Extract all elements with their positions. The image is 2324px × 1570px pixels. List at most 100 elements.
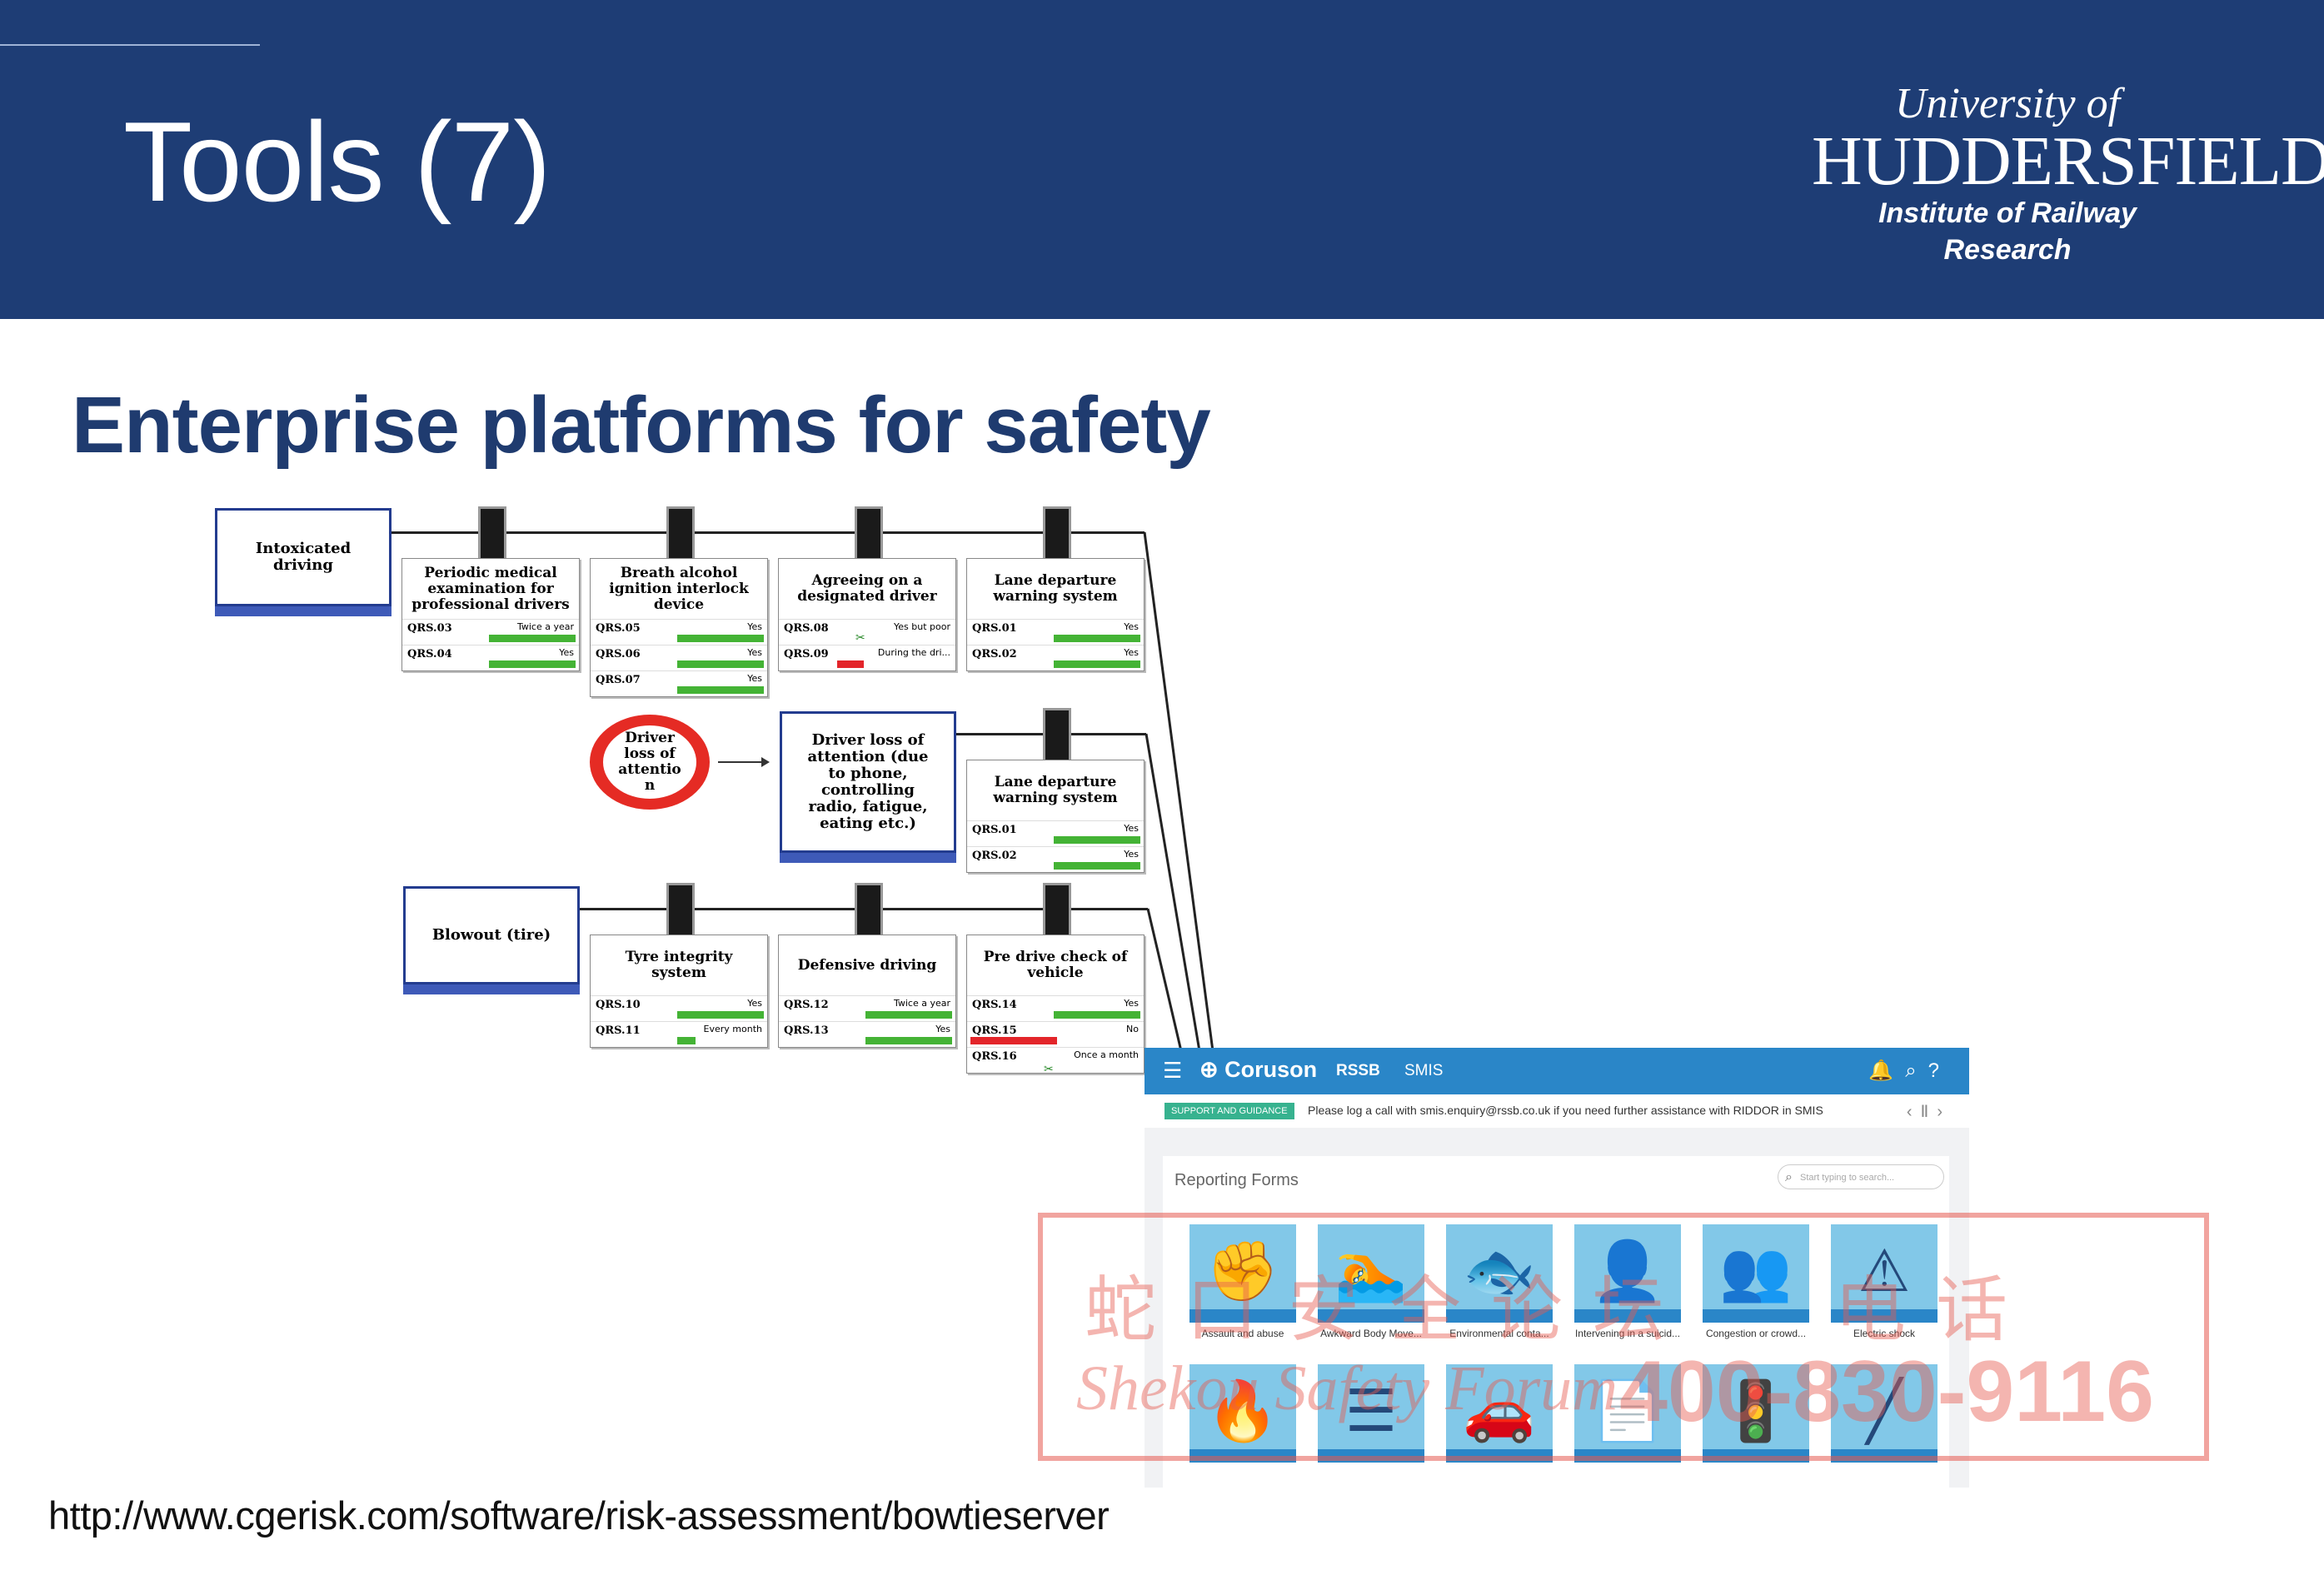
source-url[interactable]: http://www.cgerisk.com/software/risk-ass… bbox=[48, 1493, 1110, 1538]
form-card[interactable]: 🚗 bbox=[1446, 1364, 1553, 1463]
threat-blowout[interactable]: Blowout (tire) bbox=[403, 886, 580, 984]
form-card-image: 🏊 bbox=[1318, 1224, 1424, 1323]
logo-line-3: Institute of Railway Research bbox=[1878, 197, 2137, 266]
qrs-value: Yes bbox=[935, 1024, 950, 1034]
cause-label: Driver loss of attentio n bbox=[603, 725, 696, 799]
barrier-tyre-integrity[interactable]: Tyre integrity system QRS.10 Yes QRS.11 Ev… bbox=[590, 935, 768, 1048]
level-crossing-icon: 🚗 bbox=[1463, 1378, 1536, 1443]
qrs-id: QRS.15 bbox=[972, 1024, 1017, 1037]
form-card-image: ⚠ bbox=[1831, 1224, 1937, 1323]
cause-circle[interactable]: Driver loss of attentio n bbox=[590, 715, 710, 810]
qrs-bar bbox=[677, 660, 764, 668]
coruson-label: Coruson bbox=[1224, 1057, 1318, 1082]
threat-driver-loss-of-attention[interactable]: Driver loss of attention (due to phone, … bbox=[780, 711, 956, 853]
smis-app-name: SMIS bbox=[1404, 1062, 1444, 1079]
form-card[interactable]: 🚦 bbox=[1703, 1364, 1809, 1463]
qrs-row: QRS.11 Every month bbox=[591, 1021, 767, 1047]
qrs-bar bbox=[837, 660, 864, 668]
qrs-value: Twice a year bbox=[893, 998, 950, 1009]
barrier-tab bbox=[1043, 708, 1071, 763]
form-card[interactable]: ☰ bbox=[1318, 1364, 1424, 1463]
form-card-image: 🔥 bbox=[1189, 1364, 1296, 1463]
form-card[interactable]: 👤Intervening in a suicid... bbox=[1574, 1224, 1681, 1339]
form-card[interactable]: ╱ bbox=[1831, 1364, 1937, 1463]
threat-label: Blowout (tire) bbox=[431, 926, 551, 944]
support-guidance-button[interactable]: SUPPORT AND GUIDANCE bbox=[1164, 1103, 1294, 1119]
form-card-image: 🚦 bbox=[1703, 1364, 1809, 1463]
qrs-id: QRS.02 bbox=[972, 850, 1017, 862]
qrs-value: Yes bbox=[559, 647, 574, 658]
barrier-breath-alcohol[interactable]: Breath alcohol ignition interlock device… bbox=[590, 558, 768, 697]
qrs-id: QRS.14 bbox=[972, 999, 1017, 1011]
qrs-bar bbox=[489, 660, 576, 668]
scissors-icon: ✂ bbox=[855, 631, 865, 645]
slide-title: Tools (7) bbox=[123, 98, 551, 225]
qrs-bar bbox=[865, 1037, 952, 1044]
qrs-value: Every month bbox=[703, 1024, 762, 1034]
document-icon: 📄 bbox=[1591, 1378, 1664, 1443]
form-card-caption bbox=[1446, 1309, 1553, 1323]
qrs-value: Yes bbox=[747, 673, 762, 684]
person-icon: 👤 bbox=[1591, 1239, 1664, 1303]
qrs-id: QRS.04 bbox=[407, 648, 452, 660]
barrier-tab bbox=[1043, 506, 1071, 561]
form-card[interactable]: 👥 Congestion or crowd... bbox=[1703, 1224, 1809, 1339]
form-card[interactable]: ⚠Electric shock bbox=[1831, 1224, 1937, 1339]
qrs-value: Yes bbox=[747, 647, 762, 658]
search-icon[interactable]: ⌕ bbox=[1905, 1059, 1928, 1082]
prev-icon[interactable]: ‹ bbox=[1906, 1103, 1921, 1121]
hamburger-menu-icon[interactable]: ☰ bbox=[1163, 1058, 1183, 1083]
form-card[interactable]: 🐟Environmental conta... bbox=[1446, 1224, 1553, 1339]
next-icon[interactable]: › bbox=[1937, 1103, 1951, 1121]
form-card-caption bbox=[1831, 1309, 1937, 1323]
form-card[interactable]: 📄 bbox=[1574, 1364, 1681, 1463]
swimmer-icon: 🏊 bbox=[1334, 1239, 1408, 1303]
form-card[interactable]: 🏊Awkward Body Move... bbox=[1318, 1224, 1424, 1339]
bell-icon[interactable]: 🔔 bbox=[1868, 1059, 1906, 1082]
barrier-periodic-medical[interactable]: Periodic medical examination for profess… bbox=[401, 558, 580, 671]
barrier-tab bbox=[666, 506, 695, 561]
coruson-brand: ⊕ Coruson bbox=[1199, 1057, 1318, 1082]
pathway-line-1 bbox=[388, 531, 1145, 534]
barrier-title: Breath alcohol ignition interlock device bbox=[609, 564, 749, 613]
form-card-caption bbox=[1318, 1449, 1424, 1463]
form-card-label: Congestion or crowd... bbox=[1705, 1328, 1807, 1339]
barrier-tab bbox=[855, 883, 883, 938]
smis-banner: SUPPORT AND GUIDANCE Please log a call w… bbox=[1145, 1094, 1969, 1128]
form-card[interactable]: ✊Assault and abuse bbox=[1189, 1224, 1296, 1339]
form-card-caption bbox=[1446, 1449, 1553, 1463]
qrs-id: QRS.10 bbox=[596, 999, 641, 1011]
signal-icon: 🚦 bbox=[1719, 1378, 1793, 1443]
form-card-label: Environmental conta... bbox=[1449, 1328, 1549, 1339]
header-rule bbox=[0, 44, 260, 46]
crowd-icon: 👥 bbox=[1719, 1239, 1793, 1303]
form-card-label: Assault and abuse bbox=[1201, 1328, 1284, 1339]
top-icons: 🔔⌕? bbox=[1868, 1059, 1951, 1083]
barrier-title: Periodic medical examination for profess… bbox=[411, 564, 570, 613]
help-icon[interactable]: ? bbox=[1928, 1059, 1951, 1082]
form-card-caption bbox=[1831, 1449, 1937, 1463]
qrs-value: During the dri... bbox=[877, 647, 950, 658]
qrs-id: QRS.11 bbox=[596, 1024, 641, 1037]
qrs-bar bbox=[1054, 836, 1140, 844]
qrs-id: QRS.05 bbox=[596, 622, 641, 635]
qrs-id: QRS.02 bbox=[972, 648, 1017, 660]
barrier-title: Tyre integrity system bbox=[625, 949, 733, 981]
threat-intoxicated-driving[interactable]: Intoxicated driving bbox=[215, 508, 391, 606]
form-card-caption bbox=[1318, 1309, 1424, 1323]
qrs-bar bbox=[1054, 635, 1140, 642]
qrs-value: Yes bbox=[747, 998, 762, 1009]
forms-search-input[interactable]: Start typing to search... bbox=[1778, 1164, 1944, 1190]
pause-icon[interactable]: Ⅱ bbox=[1920, 1103, 1937, 1121]
form-card[interactable]: 🔥 bbox=[1189, 1364, 1296, 1463]
